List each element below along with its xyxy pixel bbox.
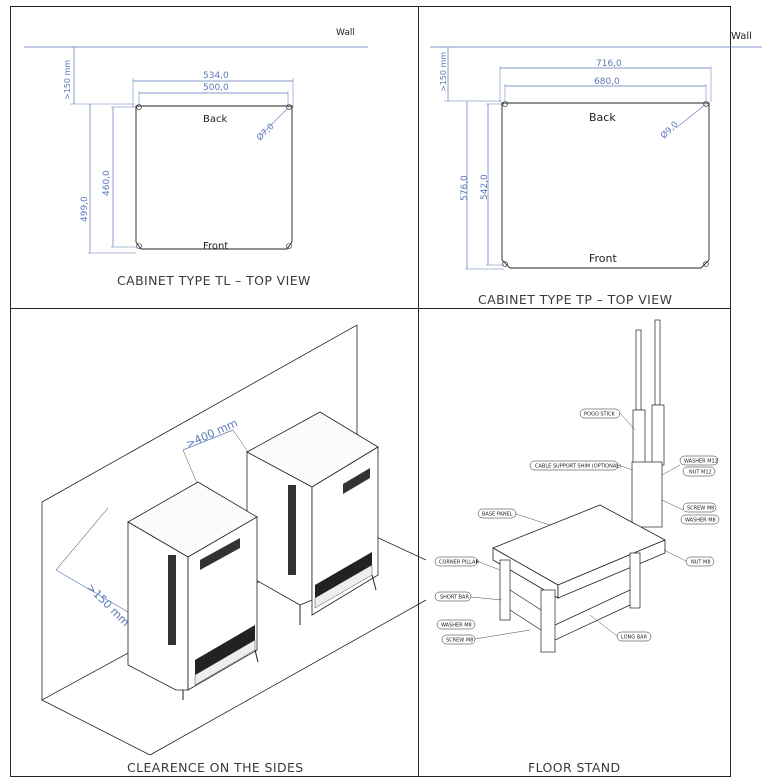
callout-washer-m12: WASHER M12 [684,459,718,465]
callout-long-bar: LONG BAR [621,635,648,641]
tp-inner-width-dim: 680,0 [594,77,620,87]
tp-back-label: Back [589,111,616,124]
tp-outer-depth-dim: 576,0 [460,175,470,201]
panel-divider-horizontal [10,308,731,309]
panel-divider-vertical [418,6,419,777]
pogo-sticks [631,319,665,528]
callout-washer-m8-right: WASHER M8 [685,518,716,524]
tl-back-label: Back [203,114,227,125]
tl-inner-depth-dim: 460,0 [102,170,112,196]
tl-wall-label: Wall [336,28,355,38]
tp-caption: CABINET TYPE TP – TOP VIEW [478,292,673,307]
floor-stand [492,504,666,653]
cabinet-left [127,481,259,700]
cabinet-right [246,411,379,625]
callout-screw-m8-left: SCREW M8 [446,638,473,644]
callout-nut-m8: NUT M8 [691,560,711,566]
callout-corner-pillar: CORNER PILLAR [439,560,479,566]
tl-caption: CABINET TYPE TL – TOP VIEW [117,273,311,288]
callout-short-bar: SHORT BAR [440,595,469,601]
tl-clearance-dim: >150 mm [63,60,72,100]
callout-nut-m12: NUT M12 [689,470,712,476]
callout-base-panel: BASE PANEL [482,512,513,518]
tl-front-label: Front [203,241,228,252]
figure-frame [10,6,731,777]
tp-front-label: Front [589,252,618,265]
stand-callouts: POGO STICK CABLE SUPPORT SHIM (OPTIONAL)… [434,408,720,645]
tp-outer-width-dim: 716,0 [596,59,622,69]
callout-screw-m8-right: SCREW M8 [687,506,714,512]
callout-washer-m8-left: WASHER M8 [441,623,472,629]
tp-clearance-dim: >150 mm [439,52,448,92]
clearance-caption: CLEARENCE ON THE SIDES [127,760,304,775]
tp-wall-label: Wall [731,31,752,42]
stand-caption: FLOOR STAND [528,760,621,775]
tl-outer-width-dim: 534,0 [203,71,229,81]
tl-inner-width-dim: 500,0 [203,83,229,93]
callout-cable-shim: CABLE SUPPORT SHIM (OPTIONAL) [535,464,621,470]
tl-outer-depth-dim: 499,0 [80,196,90,222]
callout-pogo-stick: POGO STICK [584,412,616,418]
tp-inner-depth-dim: 542,0 [480,174,490,200]
